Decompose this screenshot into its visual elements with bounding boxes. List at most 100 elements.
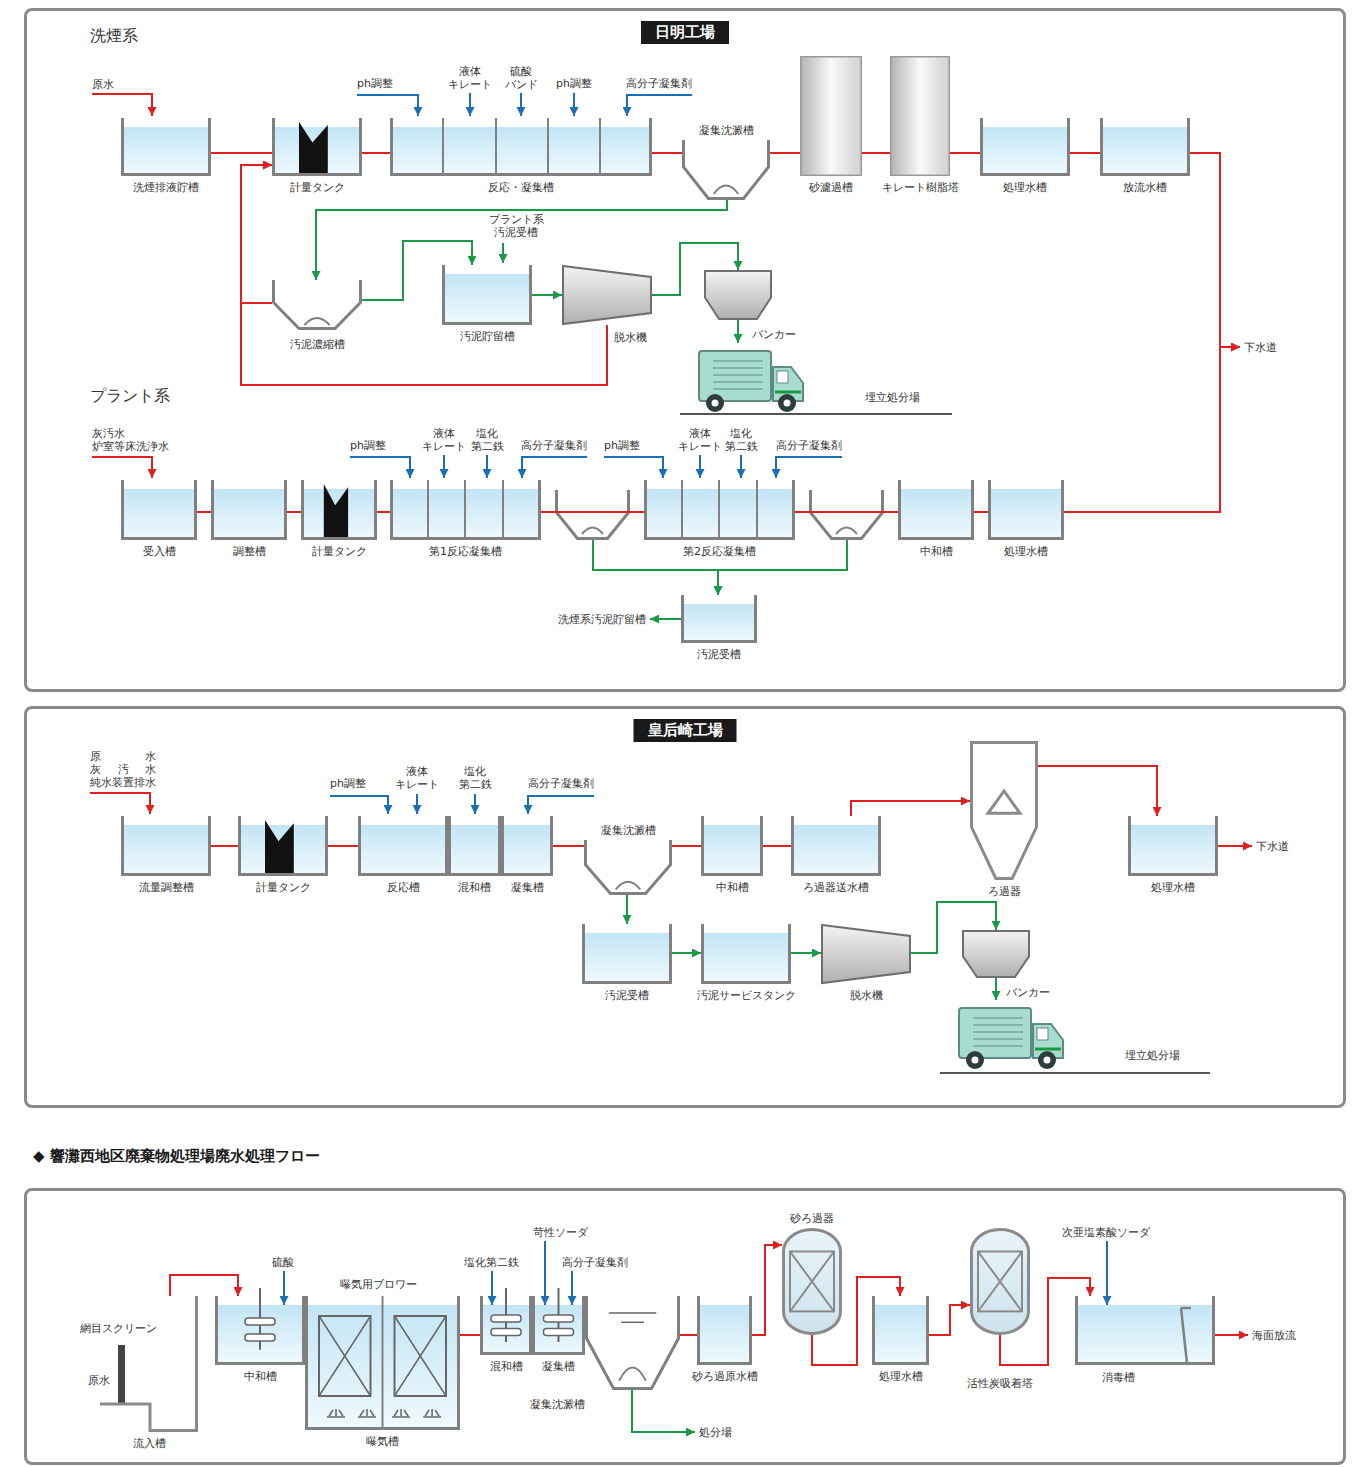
note-label: 液体 キレート [678,427,722,453]
drawing-part [442,118,444,176]
water-connector [362,152,390,154]
tank-shape [681,595,757,643]
section-heading: ◆ 響灘西地区廃棄物処理場廃水処理フロー [33,1147,320,1166]
tank-shape [390,480,541,540]
drawing-part [1102,118,1189,175]
note-label: 塩化 第二鉄 [471,427,504,453]
drawing-part [213,489,286,539]
drawing-part [963,931,1029,977]
drawing-part [495,118,497,176]
drawing-part [217,1296,304,1364]
dewatering-machine-shape [562,265,652,325]
note-label: 原水 [88,1374,110,1387]
plant-title: 皇后崎工場 [634,719,737,742]
tank-shape [1128,816,1218,876]
drawing-part [382,1296,384,1430]
drawing-part [395,1316,447,1396]
tank: 処理水槽 [1128,816,1218,876]
tank: 放流水槽 [1100,118,1190,176]
drawing-part [988,791,1020,813]
drawing-part [874,1296,928,1364]
drawing-part [822,925,910,983]
tank: 中和槽 [898,480,974,540]
drawing-part [793,825,880,875]
node-label: 砂濾過槽 [809,181,853,194]
node-label: 曝気槽 [366,1435,399,1448]
chemical-line [528,796,594,814]
drawing-part [123,127,210,175]
note-label: 液体 キレート [448,65,492,91]
water-connector [287,511,301,513]
sludge-connector [632,1390,695,1432]
tank-shape [898,480,974,540]
water-connector [929,1305,970,1335]
water-connector [1218,845,1252,847]
chemical-line [740,455,742,478]
chemical-line [699,455,701,478]
node-label: キレート樹脂塔 [882,181,959,194]
tank-shape [872,1296,929,1365]
filter-vessel-shape [970,741,1038,880]
drawing-part [395,1316,447,1396]
drawing-part [1130,816,1217,875]
tank-shape [644,480,795,540]
drawing-part [609,1312,657,1314]
drawing-part [503,825,552,875]
drawing-part [100,1296,197,1431]
drawing-part [699,1296,751,1364]
dewatering-machine: 脱水機 [821,924,911,984]
drawing-part [982,127,1069,175]
truck-lines [713,361,763,389]
tank: 曝気槽 [305,1296,460,1430]
drawing-part [990,489,1063,539]
drawing-part [274,280,361,329]
drawing-part [718,480,720,540]
note-label: 液体 キレート [395,765,439,791]
tank: 汚泥サービスタンク [701,924,791,984]
chemical-line [283,1271,285,1305]
tank-shape [215,1296,305,1365]
chemical-line [474,794,476,814]
note-label: 灰汚水 [90,763,156,776]
drawing-part [392,1409,410,1417]
tank-shape [501,816,553,876]
tank-shape [701,924,791,984]
drawing-part [790,1252,834,1312]
tank: 中和槽 [215,1296,305,1365]
chemical-line [350,457,410,478]
drawing-part [319,1316,371,1396]
dewatering-machine: 脱水機 [562,265,652,325]
drawing-part [584,924,671,983]
node-label: 消毒槽 [1102,1371,1135,1384]
drawing-part [464,480,466,540]
node-label: 第2反応凝集槽 [683,545,756,558]
note-label: プラント系 汚泥受槽 [489,213,544,239]
drawing-part [756,480,758,540]
section-label: 洗煙系 [90,26,138,46]
drawing-part [307,1296,459,1429]
tank: 受入槽 [121,480,197,540]
drawing-part [240,816,327,875]
tank: 消毒槽 [1075,1296,1215,1365]
destination-label: 海面放流 [1252,1329,1296,1342]
tank: 反応槽 [358,816,448,876]
note-label: 液体 キレート [422,427,466,453]
sludge-line [737,320,739,343]
tank: 処理水槽 [872,1296,929,1365]
drawing-part [1181,1308,1191,1364]
truck-hub [712,400,719,407]
water-connector [241,165,607,385]
truck-hub [972,1057,979,1064]
note-label: 原水 [90,750,156,763]
tank: 凝集槽 [501,816,553,876]
water-connector [795,511,898,513]
chemical-line [1106,1241,1108,1305]
drawing-part [304,318,329,325]
note-label: ph調整 [556,77,592,90]
drawing-part [646,480,794,539]
destination-label: 処分場 [699,1426,732,1439]
note-label: 苛性ソーダ [533,1226,588,1239]
tank-shape [238,816,328,876]
drawing-part [619,1367,646,1380]
